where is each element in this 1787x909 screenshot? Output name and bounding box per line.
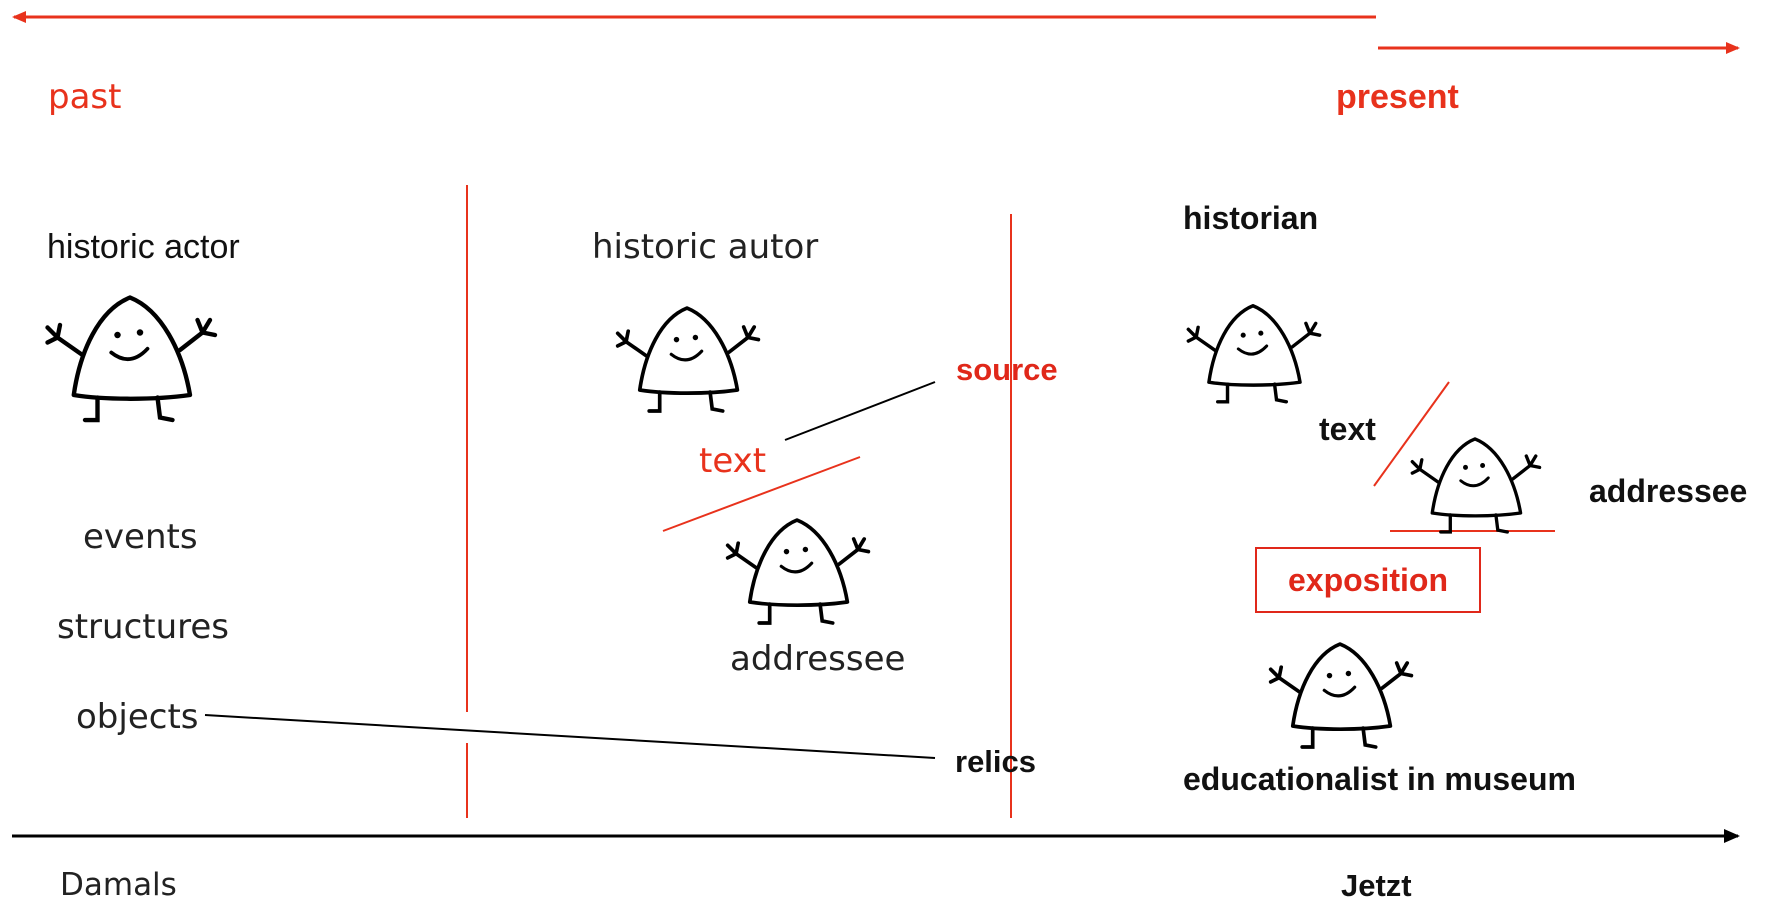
structures-label: structures bbox=[57, 607, 230, 647]
historic-actor-label: historic actor bbox=[47, 228, 240, 266]
educationalist-label: educationalist in museum bbox=[1183, 761, 1576, 797]
relics-connector bbox=[204, 714, 936, 759]
exposition-box: exposition bbox=[1255, 547, 1481, 613]
present-text-label: text bbox=[1319, 411, 1376, 447]
present-addressee-label: addressee bbox=[1589, 473, 1748, 509]
middle-text-label: text bbox=[699, 441, 767, 481]
relics-label: relics bbox=[955, 744, 1037, 779]
objects-label: objects bbox=[76, 697, 199, 737]
middle-text-underline bbox=[662, 456, 861, 532]
cartoon-figure-icon bbox=[615, 306, 761, 413]
cartoon-figure-icon bbox=[725, 518, 871, 625]
cartoon-figure-icon bbox=[1268, 642, 1414, 749]
cartoon-figure-icon bbox=[48, 298, 216, 421]
source-connector bbox=[784, 381, 936, 441]
cartoon-figure-icon bbox=[1410, 437, 1542, 534]
then-label: Damals bbox=[60, 867, 177, 903]
events-label: events bbox=[83, 517, 198, 557]
present-text-slash bbox=[1373, 381, 1450, 487]
middle-addressee-label: addressee bbox=[730, 639, 906, 679]
historian-label: historian bbox=[1183, 200, 1319, 236]
cartoon-figure-icon bbox=[1186, 304, 1322, 404]
historic-autor-label: historic autor bbox=[592, 227, 819, 267]
now-label: Jetzt bbox=[1341, 868, 1412, 903]
present-label: present bbox=[1336, 78, 1459, 116]
exposition-label: exposition bbox=[1287, 562, 1448, 598]
source-label: source bbox=[956, 352, 1058, 387]
past-label: past bbox=[48, 77, 122, 117]
